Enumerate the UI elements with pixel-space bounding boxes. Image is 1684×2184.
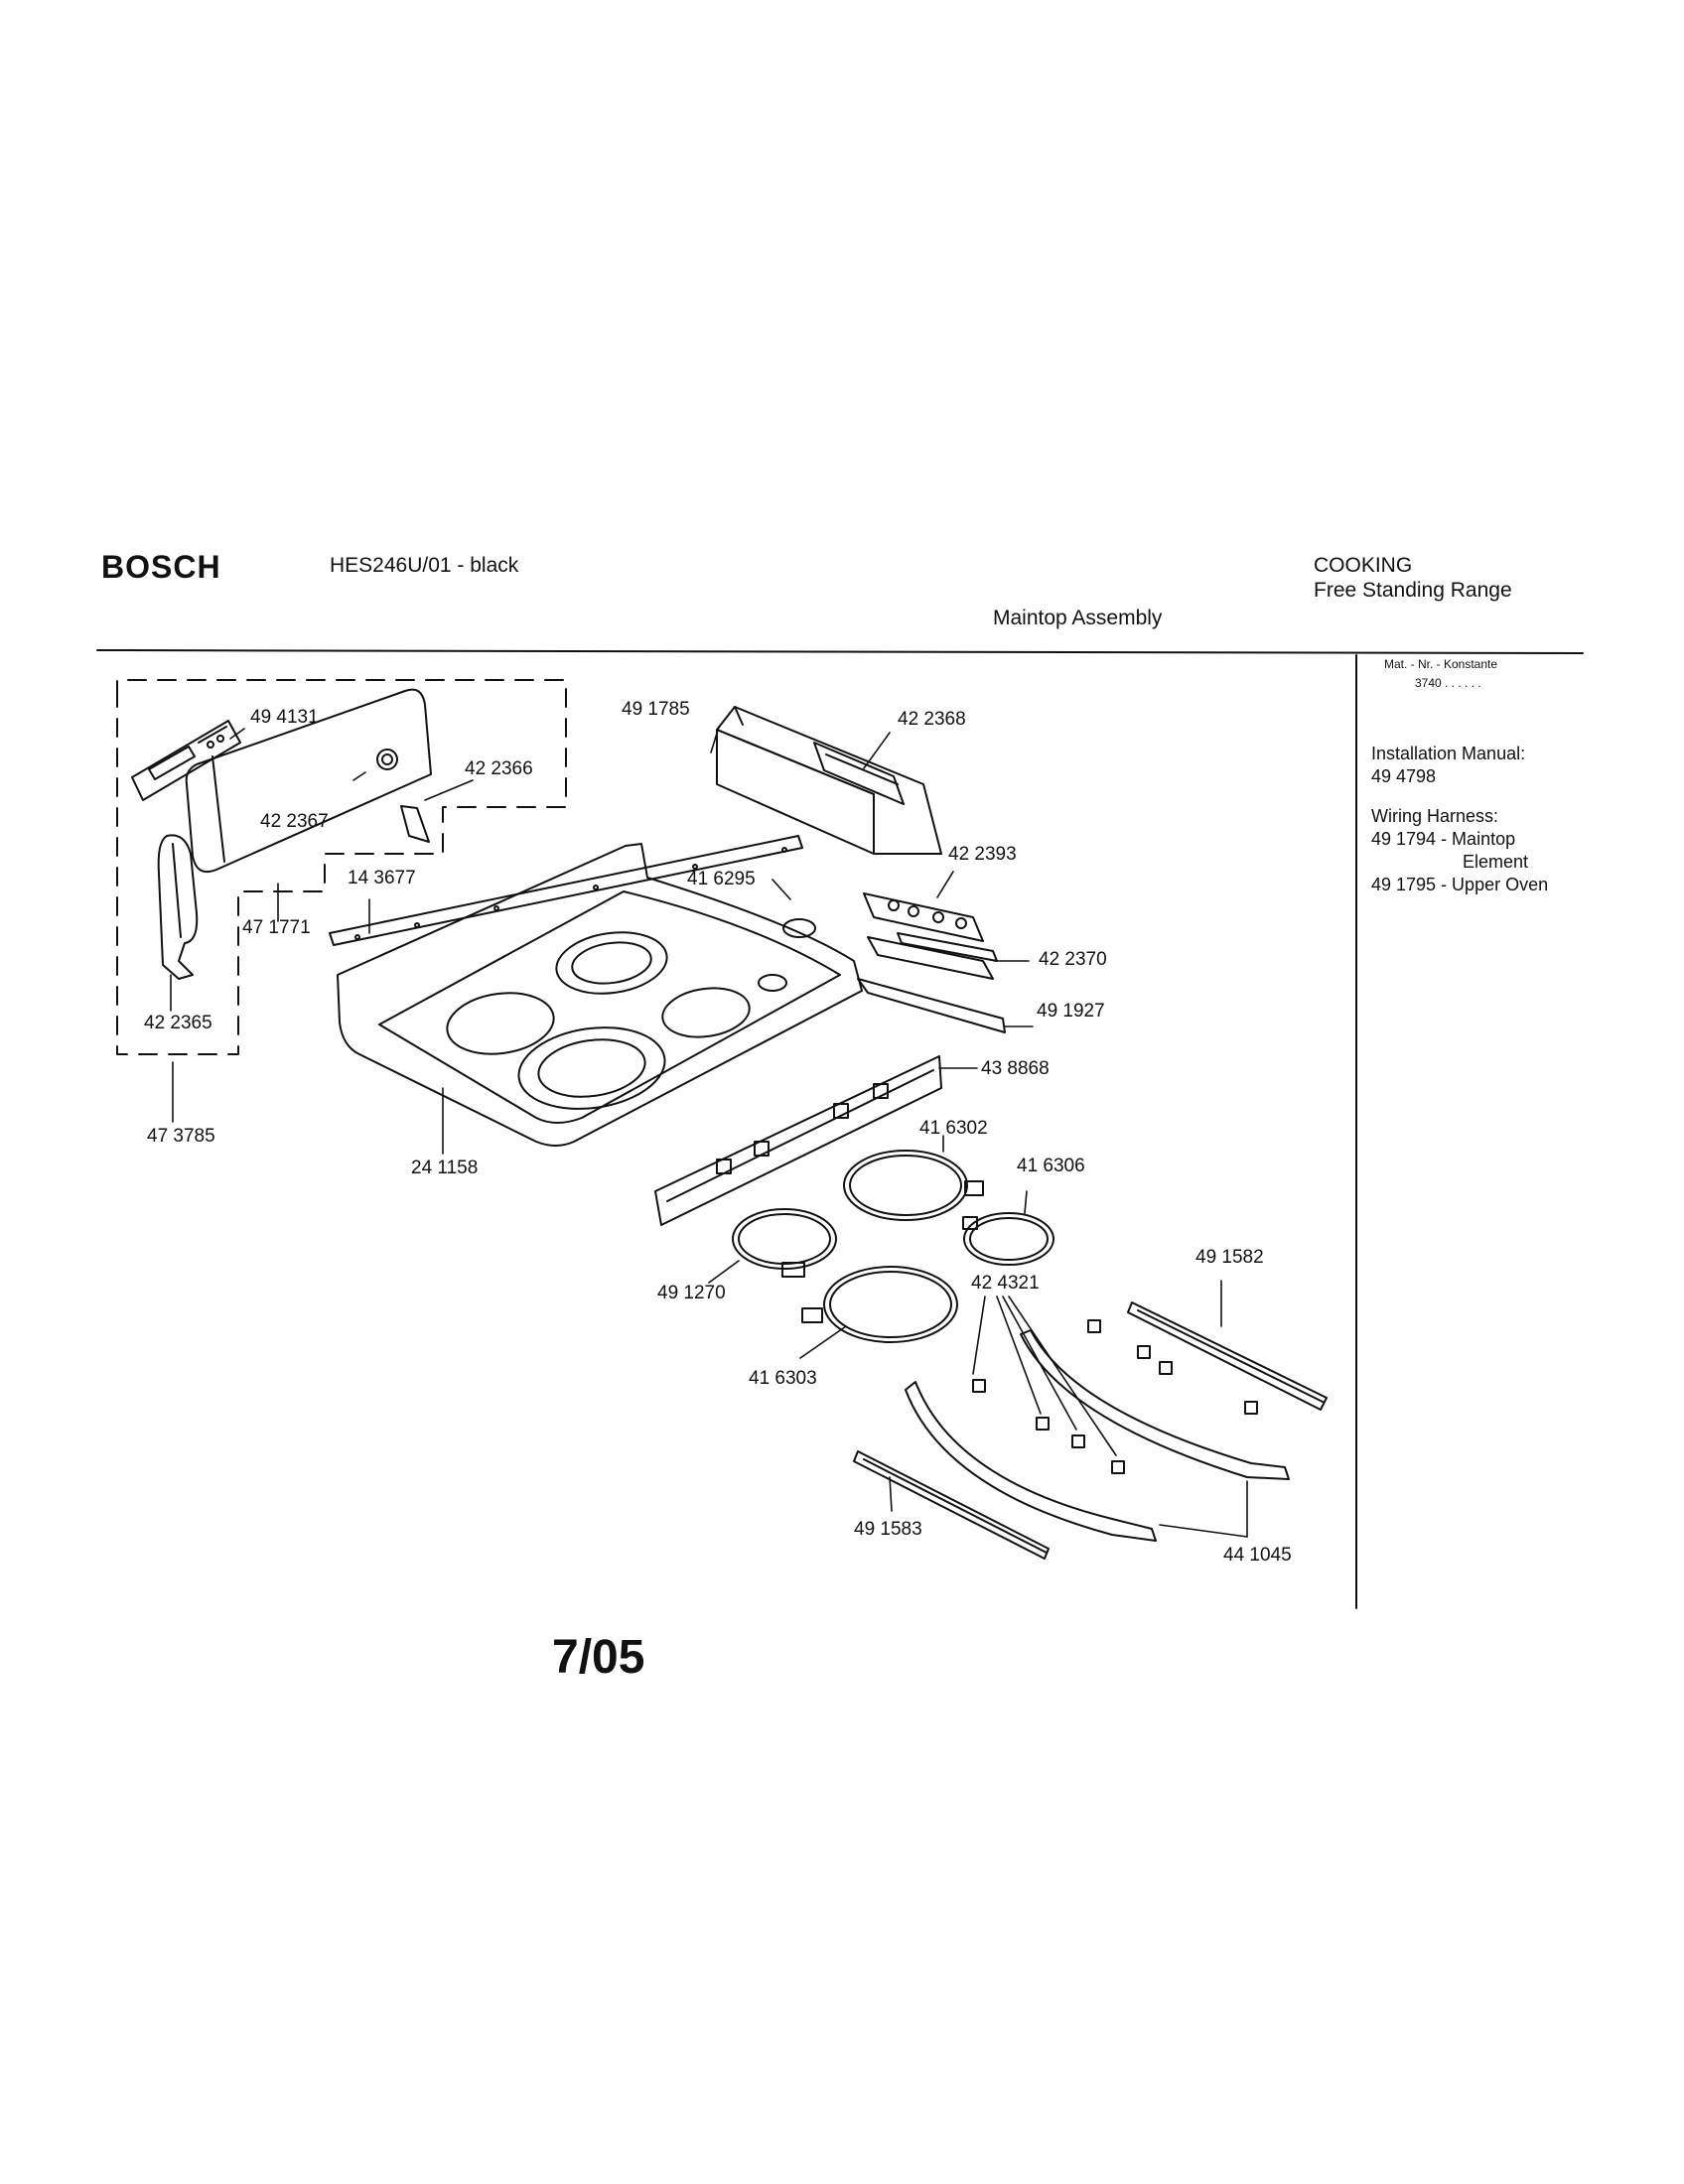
- clips: [972, 1319, 1258, 1474]
- part-label-422366: 42 2366: [465, 758, 533, 779]
- part-label-422370: 42 2370: [1039, 949, 1107, 970]
- product-label: Free Standing Range: [1314, 579, 1512, 602]
- ring-416302: [843, 1150, 984, 1221]
- revision-date: 7/05: [552, 1631, 645, 1684]
- part-label-416303: 41 6303: [749, 1368, 817, 1389]
- support-channel-a: [905, 1381, 1157, 1542]
- part-label-422365: 42 2365: [144, 1013, 212, 1033]
- installation-manual-number: 49 4798: [1371, 766, 1437, 786]
- part-label-438868: 43 8868: [981, 1058, 1050, 1079]
- part-label-471771: 47 1771: [242, 917, 311, 938]
- control-board: [131, 720, 241, 801]
- end-cap-left: [157, 834, 199, 980]
- part-label-422393: 42 2393: [948, 844, 1017, 865]
- part-label-424321: 42 4321: [971, 1273, 1040, 1294]
- button-cap: [782, 918, 816, 938]
- wiring-harness-maintop: 49 1794 - Maintop: [1371, 829, 1516, 849]
- part-label-491583: 49 1583: [854, 1519, 922, 1540]
- part-label-491582: 49 1582: [1195, 1247, 1264, 1268]
- wiring-harness-title: Wiring Harness:: [1371, 806, 1499, 826]
- trim-strip: [329, 835, 803, 946]
- rail-left: [853, 1450, 1050, 1560]
- part-label-494131: 49 4131: [250, 707, 319, 728]
- part-label-143677: 14 3677: [348, 868, 416, 888]
- part-label-416306: 41 6306: [1017, 1156, 1085, 1176]
- support-channel-b: [1020, 1329, 1290, 1480]
- ring-416306: [962, 1212, 1054, 1266]
- part-label-441045: 44 1045: [1223, 1545, 1292, 1566]
- rear-channel: [716, 706, 942, 855]
- mat-nr-label: Mat. - Nr. - Konstante: [1384, 657, 1498, 671]
- maintop-glass: [337, 843, 863, 1147]
- control-kit-boundary: [116, 679, 567, 1055]
- model-number: HES246U/01 - black: [330, 554, 519, 577]
- category-label: COOKING: [1314, 554, 1413, 577]
- part-label-422368: 42 2368: [898, 709, 966, 730]
- rail-right: [1127, 1301, 1328, 1411]
- part-label-416295: 41 6295: [687, 869, 756, 889]
- part-label-491270: 49 1270: [657, 1283, 726, 1303]
- part-label-416302: 41 6302: [919, 1118, 988, 1139]
- backguard: [185, 688, 432, 874]
- part-label-241158: 24 1158: [411, 1158, 479, 1178]
- front-frame: [654, 1055, 942, 1226]
- ring-416303: [801, 1266, 958, 1343]
- wiring-harness-element: Element: [1463, 852, 1529, 872]
- heat-shield: [857, 978, 1006, 1033]
- end-bracket-right: [400, 805, 430, 843]
- brand-logo: BOSCH: [101, 549, 221, 585]
- ring-491270: [732, 1208, 837, 1278]
- part-label-422367: 42 2367: [260, 811, 329, 832]
- control-module: [863, 892, 984, 942]
- mat-nr-value: 3740 . . . . . .: [1415, 676, 1481, 690]
- header-rule: [96, 649, 1584, 654]
- assembly-title: Maintop Assembly: [993, 607, 1163, 629]
- wiring-harness-upper-oven: 49 1795 - Upper Oven: [1371, 875, 1549, 894]
- part-label-491785: 49 1785: [622, 699, 690, 720]
- part-label-473785: 47 3785: [147, 1126, 215, 1147]
- installation-manual-title: Installation Manual:: [1371, 744, 1526, 763]
- leader-lines: [170, 726, 1248, 1538]
- part-label-491927: 49 1927: [1037, 1001, 1105, 1022]
- wire-harness: [813, 742, 905, 805]
